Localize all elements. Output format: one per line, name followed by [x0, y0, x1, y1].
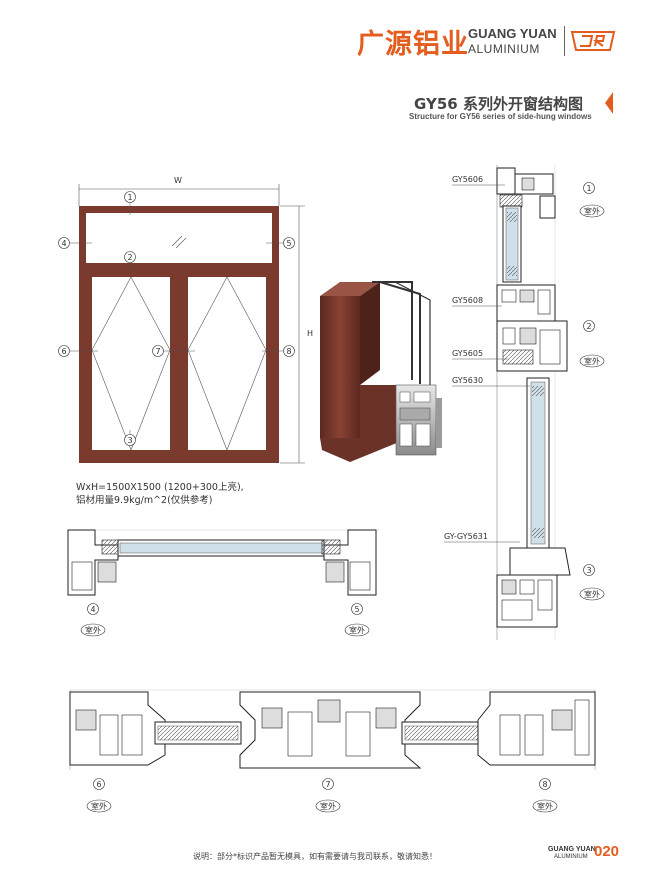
vertical-section — [444, 165, 571, 640]
brand-divider — [564, 26, 565, 56]
marker-8: 8 — [283, 345, 295, 357]
svg-text:室外: 室外 — [91, 801, 107, 811]
section-marker-2: 2 — [583, 320, 595, 332]
svg-text:室外: 室外 — [537, 801, 553, 811]
width-dimension-label: W — [174, 176, 182, 185]
marker-5: 5 — [283, 237, 295, 249]
dimension-note: WxH=1500X1500 (1200+300上亮), 铝材用量9.9kg/m^… — [76, 481, 244, 507]
page-title: GY56 系列外开窗结构图 — [414, 95, 583, 113]
section-marker-3: 3 — [583, 564, 595, 576]
dimension-note-line2: 铝材用量9.9kg/m^2(仅供参考) — [76, 495, 213, 506]
footer-brand-line1: GUANG YUAN — [548, 846, 596, 853]
part-code-gy5605: GY5605 — [452, 349, 483, 358]
svg-text:5: 5 — [354, 605, 359, 614]
outside-label-section-4: 室外 — [80, 623, 106, 637]
horizontal-section-6-7-8 — [69, 689, 596, 770]
brand-name-en-line2: ALUMINIUM — [468, 42, 540, 56]
svg-text:室外: 室外 — [584, 206, 600, 216]
svg-text:7: 7 — [325, 780, 330, 789]
svg-text:室外: 室外 — [85, 625, 101, 635]
svg-text:室外: 室外 — [584, 356, 600, 366]
section-marker-1: 1 — [583, 182, 595, 194]
marker-2: 2 — [124, 251, 136, 263]
part-code-gy-gy5631: GY-GY5631 — [444, 532, 488, 541]
outside-label-vertical-2: 室外 — [579, 354, 605, 368]
svg-text:室外: 室外 — [584, 589, 600, 599]
brand-name-cn: 广源铝业 — [357, 29, 469, 60]
outside-label-section-5: 室外 — [344, 623, 370, 637]
svg-text:8: 8 — [542, 780, 547, 789]
section-marker-4: 4 — [87, 603, 99, 615]
part-code-gy5630: GY5630 — [452, 376, 483, 385]
svg-text:2: 2 — [127, 253, 132, 262]
brand-name-en-line1: GUANG YUAN — [468, 26, 557, 41]
outside-label-section-7: 室外 — [315, 799, 341, 813]
svg-text:室外: 室外 — [320, 801, 336, 811]
svg-text:室外: 室外 — [349, 625, 365, 635]
footer-brand-line2: ALUMINIUM — [554, 854, 588, 860]
marker-6: 6 — [58, 345, 70, 357]
svg-text:4: 4 — [90, 605, 95, 614]
horizontal-section-4-5 — [67, 529, 380, 596]
part-code-gy5606: GY5606 — [452, 175, 483, 184]
svg-text:3: 3 — [127, 436, 132, 445]
section-marker-5: 5 — [351, 603, 363, 615]
svg-text:2: 2 — [586, 322, 591, 331]
svg-text:3: 3 — [586, 566, 591, 575]
svg-text:1: 1 — [586, 184, 591, 193]
section-marker-6: 6 — [93, 778, 105, 790]
svg-text:1: 1 — [127, 193, 132, 202]
outside-label-section-6: 室外 — [86, 799, 112, 813]
svg-text:5: 5 — [286, 239, 291, 248]
footer-note: 说明：部分*标识产品暂无模具，如有需要请与我司联系，敬请知悉！ — [193, 852, 437, 861]
marker-4: 4 — [58, 237, 70, 249]
outside-label-vertical-3: 室外 — [579, 587, 605, 601]
marker-7: 7 — [152, 345, 164, 357]
marker-3: 3 — [124, 434, 136, 446]
section-marker-7: 7 — [322, 778, 334, 790]
dimension-note-line1: WxH=1500X1500 (1200+300上亮), — [76, 482, 244, 493]
part-code-gy5608: GY5608 — [452, 296, 483, 305]
profile-3d-rendering — [320, 281, 442, 462]
section-marker-8: 8 — [539, 778, 551, 790]
outside-label-vertical: 室外 — [579, 204, 605, 218]
svg-text:6: 6 — [96, 780, 101, 789]
marker-1: 1 — [124, 191, 136, 203]
title-arrow-icon — [605, 92, 613, 114]
page-number: 020 — [594, 843, 620, 860]
svg-text:4: 4 — [61, 239, 66, 248]
page-subtitle: Structure for GY56 series of side-hung w… — [409, 112, 592, 121]
svg-text:8: 8 — [286, 347, 291, 356]
window-elevation — [70, 184, 305, 464]
svg-text:7: 7 — [155, 347, 160, 356]
svg-text:6: 6 — [61, 347, 66, 356]
brand-logo-icon — [570, 31, 616, 51]
outside-label-section-8: 室外 — [532, 799, 558, 813]
height-dimension-label: H — [307, 329, 313, 338]
